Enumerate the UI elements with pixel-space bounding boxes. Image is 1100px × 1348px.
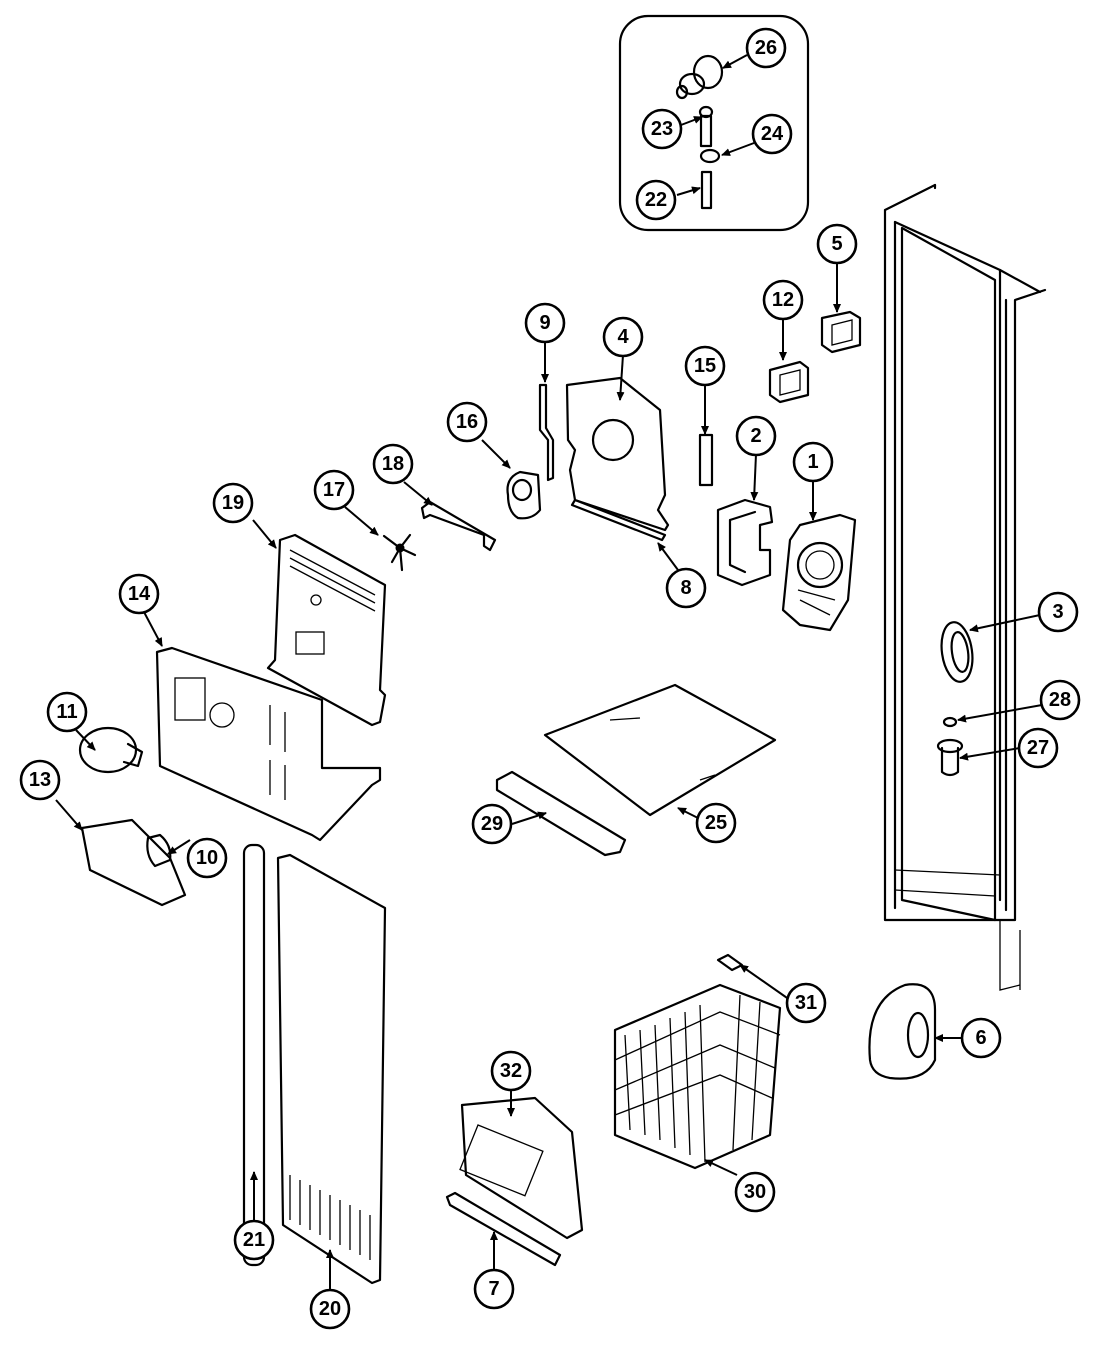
part-22-tube (700, 170, 713, 210)
callout-10: 10 (186, 837, 228, 879)
callout-19: 19 (212, 482, 254, 524)
callout-5: 5 (816, 223, 858, 265)
callout-27: 27 (1017, 727, 1059, 769)
callout-30: 30 (734, 1171, 776, 1213)
callout-3: 3 (1037, 591, 1079, 633)
callout-22: 22 (635, 179, 677, 221)
inset-box (618, 14, 810, 232)
callout-15-label: 15 (694, 355, 716, 377)
callout-25-label: 25 (705, 812, 727, 834)
callout-10-label: 10 (196, 847, 218, 869)
callout-5-label: 5 (831, 233, 842, 255)
part-27-plug (936, 738, 964, 777)
callout-17-label: 17 (323, 479, 345, 501)
part-7-strip (445, 1191, 562, 1267)
callout-28-label: 28 (1049, 689, 1071, 711)
callout-23-label: 23 (651, 118, 673, 140)
callout-22-label: 22 (645, 189, 667, 211)
part-6-cap (868, 983, 937, 1080)
callout-12-label: 12 (772, 289, 794, 311)
callout-26: 26 (745, 27, 787, 69)
callout-14: 14 (118, 573, 160, 615)
callout-26-label: 26 (755, 37, 777, 59)
callout-28: 28 (1039, 679, 1081, 721)
part-24-clip (699, 148, 721, 164)
part-21-strip (242, 843, 266, 1267)
callout-29: 29 (471, 803, 513, 845)
callout-8: 8 (665, 567, 707, 609)
part-29-trim (495, 770, 627, 857)
callout-31-label: 31 (795, 992, 817, 1014)
callout-16: 16 (446, 401, 488, 443)
callout-7: 7 (473, 1268, 515, 1310)
part-23-tube (698, 105, 714, 148)
part-32-door (459, 1096, 584, 1240)
callout-8-label: 8 (680, 577, 691, 599)
part-25-shelf (543, 683, 777, 817)
part-13-lens-cover (80, 818, 187, 907)
callout-19-label: 19 (222, 492, 244, 514)
callout-20: 20 (309, 1288, 351, 1330)
part-17-fan-blade (382, 533, 417, 572)
part-11-bulb (78, 726, 144, 774)
callout-11-label: 11 (56, 701, 77, 723)
part-15-clip (698, 433, 714, 487)
part-12-switch (768, 360, 810, 404)
callout-24: 24 (751, 113, 793, 155)
callout-30-label: 30 (744, 1181, 766, 1203)
callout-18-label: 18 (382, 453, 404, 475)
part-3-handle (940, 621, 974, 683)
callout-18: 18 (372, 443, 414, 485)
part-8-strip (570, 498, 667, 542)
callout-21: 21 (233, 1219, 275, 1261)
callout-11: 11 (46, 691, 88, 733)
part-9-rod (538, 383, 555, 482)
part-26-fitting (675, 54, 724, 100)
part-20-rear-panel (276, 853, 387, 1285)
callout-32: 32 (490, 1050, 532, 1092)
callout-17: 17 (313, 469, 355, 511)
part-19-cover (266, 533, 387, 727)
part-14-housing (155, 646, 382, 842)
callout-1: 1 (792, 441, 834, 483)
part-5-switch (820, 310, 862, 354)
part-18-bracket (420, 500, 497, 552)
callout-3-label: 3 (1052, 601, 1063, 623)
callout-23: 23 (641, 108, 683, 150)
callout-6: 6 (960, 1017, 1002, 1059)
callout-13: 13 (19, 759, 61, 801)
callout-21-label: 21 (243, 1229, 265, 1251)
callout-12: 12 (762, 279, 804, 321)
callout-31: 31 (785, 982, 827, 1024)
callout-2: 2 (735, 415, 777, 457)
callout-6-label: 6 (975, 1027, 986, 1049)
callout-1-label: 1 (807, 451, 818, 473)
part-1-fan-shroud (781, 513, 857, 632)
leader-lines (55, 54, 1043, 1290)
callout-15: 15 (684, 345, 726, 387)
part-30-basket (613, 983, 782, 1170)
part-16-motor (506, 470, 542, 520)
callout-2-label: 2 (750, 425, 761, 447)
callout-16-label: 16 (456, 411, 478, 433)
part-28-screw (942, 716, 958, 728)
callout-25: 25 (695, 802, 737, 844)
part-31-clip (716, 953, 744, 972)
callout-7-label: 7 (488, 1278, 499, 1300)
callout-9: 9 (524, 302, 566, 344)
callout-14-label: 14 (128, 583, 151, 605)
cabinet-side-panel (883, 183, 1047, 991)
callout-24-label: 24 (761, 123, 784, 145)
callout-13-label: 13 (29, 769, 51, 791)
callout-4: 4 (602, 316, 644, 358)
callout-29-label: 29 (481, 813, 503, 835)
part-2-bracket (716, 498, 774, 587)
callout-20-label: 20 (319, 1298, 341, 1320)
callout-32-label: 32 (500, 1060, 522, 1082)
callout-4-label: 4 (617, 326, 629, 348)
callout-9-label: 9 (539, 312, 550, 334)
part-4-plate (565, 376, 670, 532)
callout-27-label: 27 (1027, 737, 1049, 759)
